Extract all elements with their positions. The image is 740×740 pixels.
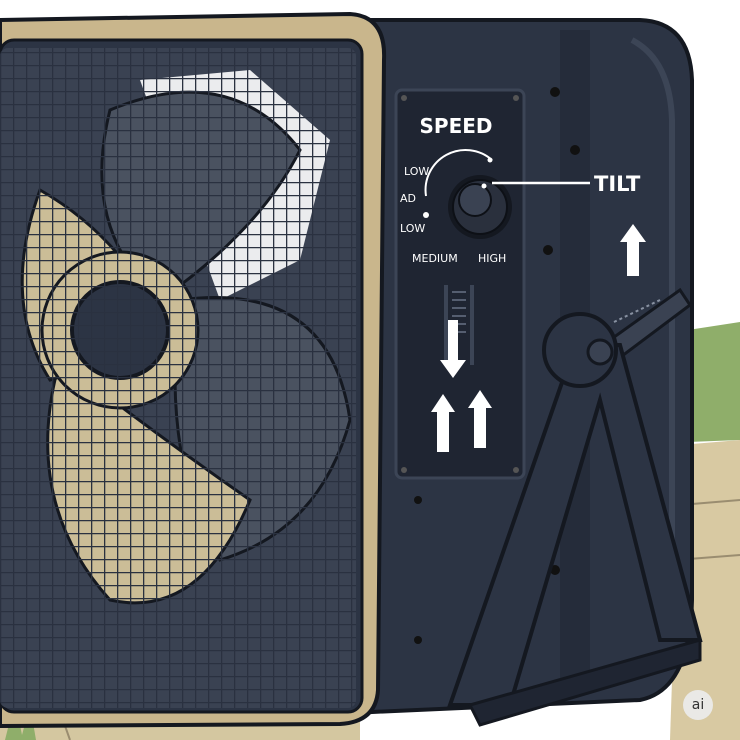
- arrow-down-icon: [440, 320, 466, 378]
- knob-indicator: [481, 183, 487, 189]
- ai-badge: ai: [683, 690, 713, 720]
- tilt-arrow-up-icon: [620, 224, 646, 276]
- stand-frame: [447, 343, 703, 707]
- tilt-callout: TILT: [492, 172, 646, 276]
- dial-arc: [424, 149, 493, 197]
- tilt-stand: [447, 287, 703, 727]
- tilt-knob[interactable]: [586, 338, 614, 366]
- dial-label-ad: AD: [400, 192, 416, 205]
- arrow-up-icon: [431, 394, 455, 452]
- speed-title: SPEED: [420, 114, 493, 138]
- grass-patch: [688, 322, 740, 442]
- grill-mesh: [0, 48, 356, 708]
- speed-knob[interactable]: [448, 175, 512, 239]
- tilt-label: TILT: [594, 172, 641, 196]
- dial-label-medium: MEDIUM: [412, 252, 458, 265]
- speed-slider-track: [444, 285, 474, 365]
- tilt-pivot: [542, 312, 618, 388]
- dial-label-low-top: LOW: [404, 165, 429, 178]
- dial-label-high: HIGH: [478, 252, 506, 265]
- arrow-up-icon: [468, 390, 492, 448]
- control-panel: SPEED LOW AD LOW MEDIUM HIGH: [394, 88, 526, 480]
- ai-badge-text: ai: [691, 697, 705, 713]
- fan-blades: [0, 48, 356, 708]
- dial-label-low-bottom: LOW: [400, 222, 425, 235]
